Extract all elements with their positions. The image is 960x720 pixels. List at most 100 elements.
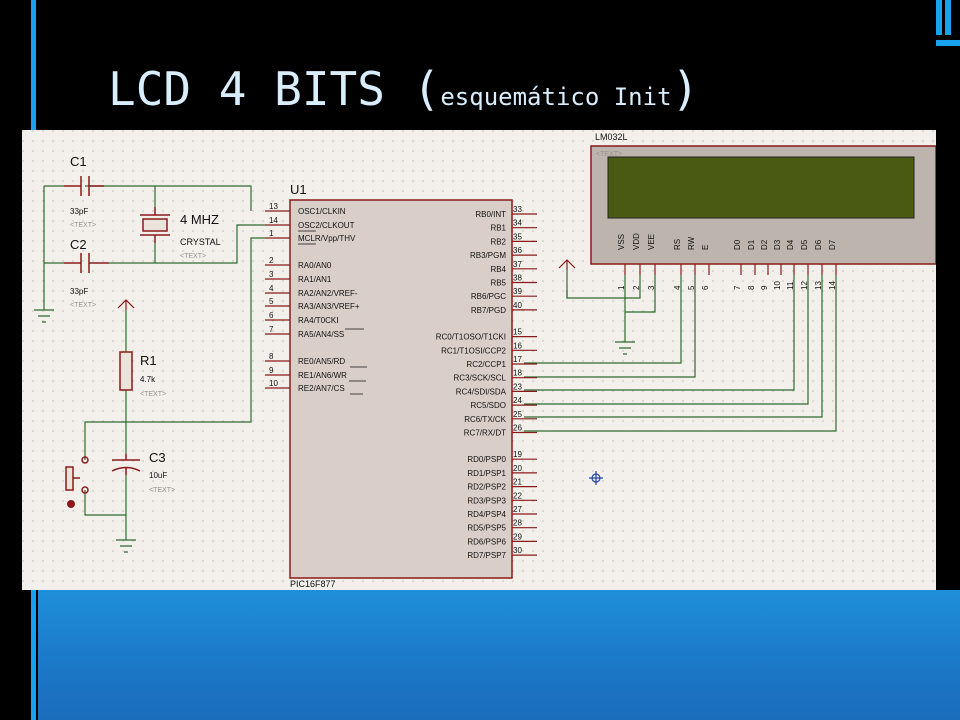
mcu-pin-number: 40 — [513, 301, 522, 310]
mcu-pin-number: 35 — [513, 232, 522, 241]
c3-value: 10uF — [149, 471, 167, 480]
mcu-pin-name: RC1/T1OSI/CCP2 — [441, 346, 506, 355]
mcu-pin-number: 38 — [513, 274, 522, 283]
mcu-pin-name: RA4/T0CKI — [298, 316, 338, 325]
lcd-pin-number: 5 — [687, 285, 696, 290]
mcu-pin-number: 27 — [513, 505, 522, 514]
capacitor-c2-symbol — [64, 253, 109, 273]
mcu-pin-name: RD6/PSP6 — [467, 537, 506, 546]
title-sub: esquemático Init — [440, 83, 672, 111]
mcu-pin-number: 4 — [269, 284, 274, 293]
mcu-pin-name: RD0/PSP0 — [467, 455, 506, 464]
mcu-pin-number: 18 — [513, 369, 522, 378]
mcu-pin-number: 39 — [513, 287, 522, 296]
mcu-pin-name: RB3/PGM — [470, 251, 506, 260]
mcu-pin-number: 20 — [513, 464, 522, 473]
mcu-pin-name: RB4 — [490, 265, 506, 274]
mcu-pin-number: 36 — [513, 246, 522, 255]
mcu-pin-name: RB1 — [490, 224, 506, 233]
mcu-pin-name: RB6/PGC — [471, 292, 506, 301]
mcu-pin-name: RE2/AN7/CS — [298, 384, 345, 393]
mcu-pin-name: RD2/PSP2 — [467, 483, 506, 492]
ground-symbol-1 — [34, 309, 54, 323]
lcd-pin-name: D1 — [747, 239, 756, 250]
accent-bar-corner-2 — [945, 0, 951, 35]
lcd-pin-name: VEE — [647, 234, 656, 250]
c2-value: 33pF — [70, 287, 88, 296]
mcu-pin-number: 13 — [269, 202, 278, 211]
mcu-pin-number: 29 — [513, 532, 522, 541]
vcc-symbol-r1 — [117, 299, 135, 310]
mcu-pin-number: 26 — [513, 424, 522, 433]
lcd-pin-number: 13 — [814, 281, 823, 290]
mcu-pin-number: 2 — [269, 256, 274, 265]
crystal-symbol — [140, 207, 170, 243]
mcu-pin-number: 17 — [513, 355, 522, 364]
lcd-pin-number: 6 — [701, 285, 710, 290]
reset-button-symbol[interactable] — [65, 456, 89, 494]
accent-line-corner — [936, 40, 960, 46]
mcu-right-pins: 33RB0/INT34RB135RB236RB3/PGM37RB438RB539… — [436, 205, 537, 560]
mcu-left-pins: 13OSC1/CLKIN14OSC2/CLKOUT1MCLR/Vpp/THV2R… — [265, 202, 360, 393]
lcd-pin-name: D5 — [800, 239, 809, 250]
lcd-pin-name: D4 — [786, 239, 795, 250]
mcu-pin-number: 24 — [513, 396, 522, 405]
lcd-text-tag: <TEXT> — [596, 151, 622, 158]
r1-text-tag: <TEXT> — [140, 391, 166, 398]
ground-symbol-2 — [116, 539, 136, 553]
r1-value: 4.7k — [140, 375, 156, 384]
mcu-pin-name: RB0/INT — [475, 210, 506, 219]
lcd-pin-name: D6 — [814, 239, 823, 250]
mcu-pin-name: RB7/PGD — [471, 306, 506, 315]
resistor-r1-symbol — [119, 351, 133, 391]
mcu-pin-number: 7 — [269, 325, 274, 334]
lcd-pin-number: 12 — [800, 281, 809, 290]
mcu-pin-name: RB5 — [490, 279, 506, 288]
accent-bar-corner-1 — [936, 0, 942, 35]
mcu-pin-name: RC6/TX/CK — [464, 415, 506, 424]
lcd-pin-name: D2 — [760, 239, 769, 250]
lcd-screen — [607, 156, 915, 219]
lcd-pin-number: 10 — [773, 281, 782, 290]
title-close: ) — [671, 62, 700, 116]
lcd-pin-number: 1 — [617, 285, 626, 290]
mcu-pin-number: 3 — [269, 270, 274, 279]
mcu-pin-name: RD3/PSP3 — [467, 496, 506, 505]
mcu-pin-name: RD5/PSP5 — [467, 524, 506, 533]
mcu-pin-name: RB2 — [490, 237, 506, 246]
mcu-pin-number: 15 — [513, 328, 522, 337]
mcu-pin-number: 10 — [269, 379, 278, 388]
mcu-pin-number: 23 — [513, 382, 522, 391]
mcu-pin-number: 6 — [269, 311, 274, 320]
lcd-pin-name: RW — [687, 236, 696, 250]
lcd-pin-number: 11 — [786, 281, 795, 290]
mcu-body[interactable] — [289, 199, 513, 579]
lcd-model: LM032L — [595, 132, 628, 142]
slide-title: LCD 4 BITS (esquemático Init) — [108, 62, 699, 132]
mcu-part: PIC16F877 — [290, 579, 336, 589]
mcu-pin-number: 16 — [513, 341, 522, 350]
mcu-pin-name: RD4/PSP4 — [467, 510, 506, 519]
mcu-pin-number: 1 — [269, 229, 274, 238]
mcu-pin-name: RA5/AN4/SS — [298, 330, 344, 339]
mcu-pin-number: 30 — [513, 546, 522, 555]
mcu-pin-name: RC3/SCK/SCL — [454, 374, 507, 383]
lcd-pin-number: 14 — [828, 281, 837, 290]
button-actuator-dot — [67, 500, 75, 508]
crystal-value: 4 MHZ — [180, 212, 219, 227]
mcu-pin-name: RA3/AN3/VREF+ — [298, 302, 360, 311]
mcu-pin-name: RC7/RX/DT — [464, 429, 506, 438]
mcu-pin-number: 5 — [269, 297, 274, 306]
capacitor-c1-symbol — [64, 176, 104, 196]
mcu-pin-name: RE0/AN5/RD — [298, 357, 345, 366]
capacitor-c3-symbol — [111, 454, 141, 475]
mcu-pin-number: 33 — [513, 205, 522, 214]
mcu-pin-name: RD7/PSP7 — [467, 551, 506, 560]
mcu-pin-number: 34 — [513, 219, 522, 228]
c1-text-tag: <TEXT> — [70, 222, 96, 229]
mcu-pin-name: RC0/T1OSO/T1CKI — [436, 333, 506, 342]
mcu-pin-number: 8 — [269, 352, 274, 361]
c3-text-tag: <TEXT> — [149, 487, 175, 494]
c3-ref: C3 — [149, 450, 166, 465]
lcd-pin-name: D7 — [828, 239, 837, 250]
